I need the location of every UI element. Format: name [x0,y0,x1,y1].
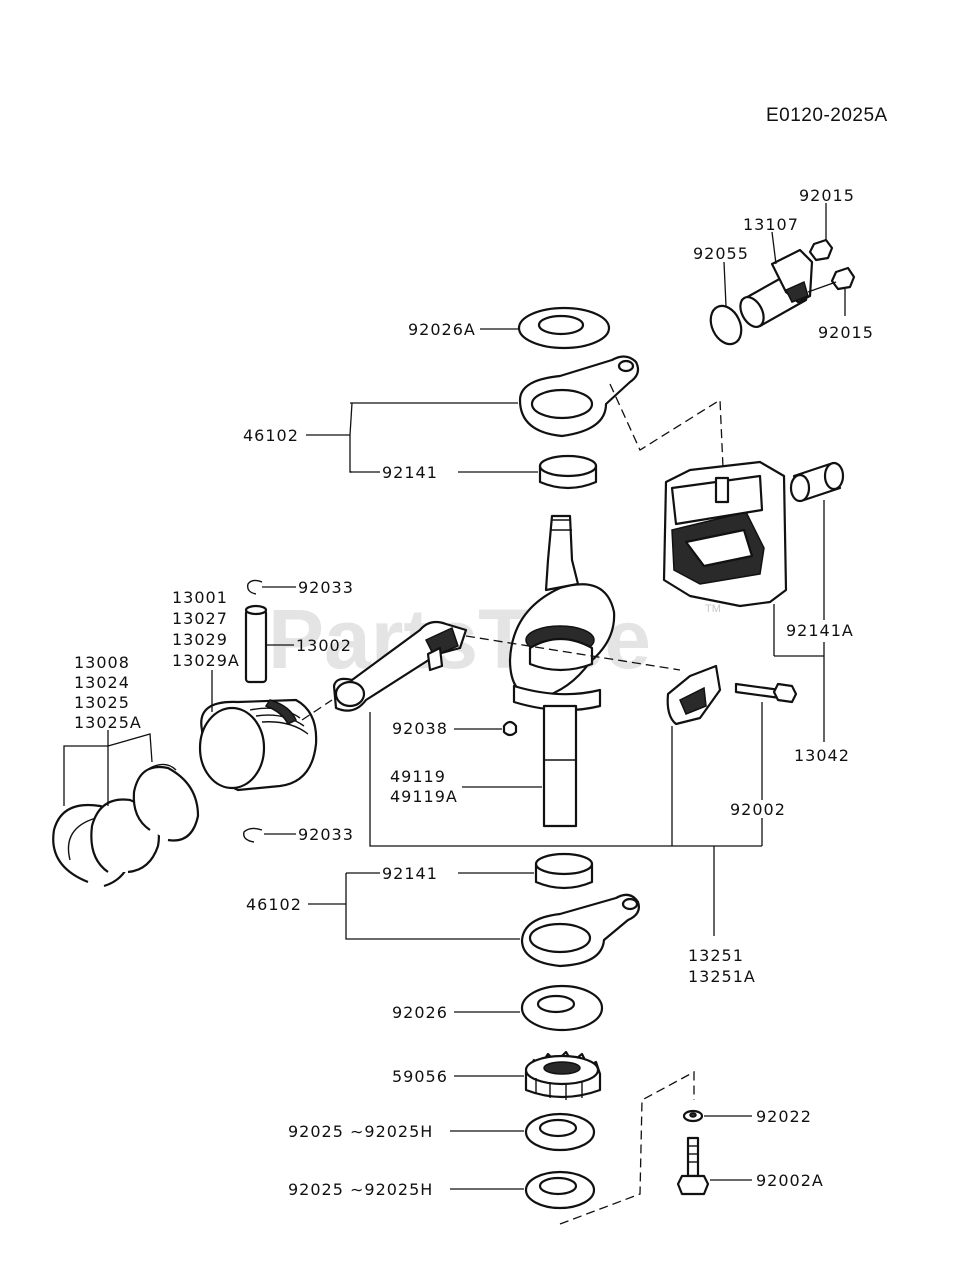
part-59056-gear[interactable] [524,1050,602,1100]
label-92025-first: 92025 ∼92025H [288,1122,433,1141]
part-92033-clip-bottom[interactable] [243,827,263,843]
part-92033-clip-top[interactable] [246,579,263,595]
label-92141-bottom: 92141 [382,864,438,883]
label-92033-bottom: 92033 [298,825,354,844]
label-49119: 49119 [390,767,446,786]
part-13001-piston[interactable] [198,698,318,792]
part-92038-key[interactable] [502,720,518,737]
label-13002: 13002 [296,636,352,655]
part-13002-piston-pin[interactable] [244,604,268,684]
label-92002: 92002 [730,800,786,819]
part-92025-shim-bottom[interactable] [524,1170,596,1210]
part-92141A-bushing[interactable] [789,461,845,503]
part-46102-balancer-top[interactable] [518,355,640,438]
part-92002A-bolt[interactable] [676,1136,710,1196]
label-92026: 92026 [392,1003,448,1022]
label-92141-top: 92141 [382,463,438,482]
label-13001: 13001 [172,588,228,607]
label-92002A: 92002A [756,1171,824,1190]
label-13024: 13024 [74,673,130,692]
part-13042-crankcase-block[interactable] [662,460,788,608]
diagram-code: E0120-2025A [766,105,888,126]
part-92055-o-ring[interactable] [705,301,747,349]
part-13107-breather[interactable] [705,248,814,349]
watermark-trademark: TM [705,603,721,615]
part-92141-bushing-bottom[interactable] [534,852,594,890]
label-59056: 59056 [392,1067,448,1086]
label-49119A: 49119A [390,787,458,806]
label-92141A: 92141A [786,621,854,640]
part-92026A-washer[interactable] [517,306,611,350]
part-rod-cap[interactable] [666,664,722,726]
label-92015-bottom: 92015 [818,323,874,342]
part-92015-nut-top[interactable] [808,238,834,262]
label-13029: 13029 [172,630,228,649]
label-13251A: 13251A [688,967,756,986]
label-92015-top: 92015 [799,186,855,205]
part-92141-bushing-top[interactable] [538,454,598,490]
label-92033-top: 92033 [298,578,354,597]
label-13107: 13107 [743,215,799,234]
label-13029A: 13029A [172,651,240,670]
label-13025A: 13025A [74,713,142,732]
label-92026A: 92026A [408,320,476,339]
part-92025-shim-top[interactable] [524,1112,596,1152]
part-46102-balancer-bottom[interactable] [520,893,640,968]
label-13008: 13008 [74,653,130,672]
label-46102-bottom: 46102 [246,895,302,914]
part-92015-nut-bottom[interactable] [830,266,856,291]
part-92002-bolt[interactable] [734,682,798,704]
label-92038: 92038 [392,719,448,738]
label-92025-second: 92025 ∼92025H [288,1180,433,1199]
label-13042: 13042 [794,746,850,765]
label-92022: 92022 [756,1107,812,1126]
label-13251: 13251 [688,946,744,965]
part-13251-crankshaft[interactable] [508,514,616,828]
part-connecting-rod[interactable] [332,620,468,712]
label-13027: 13027 [172,609,228,628]
label-46102-top: 46102 [243,426,299,445]
label-92055: 92055 [693,244,749,263]
part-92022-washer[interactable] [682,1109,704,1123]
label-13025: 13025 [74,693,130,712]
part-piston-ring-3[interactable] [132,763,200,842]
part-92026-washer[interactable] [520,984,604,1032]
